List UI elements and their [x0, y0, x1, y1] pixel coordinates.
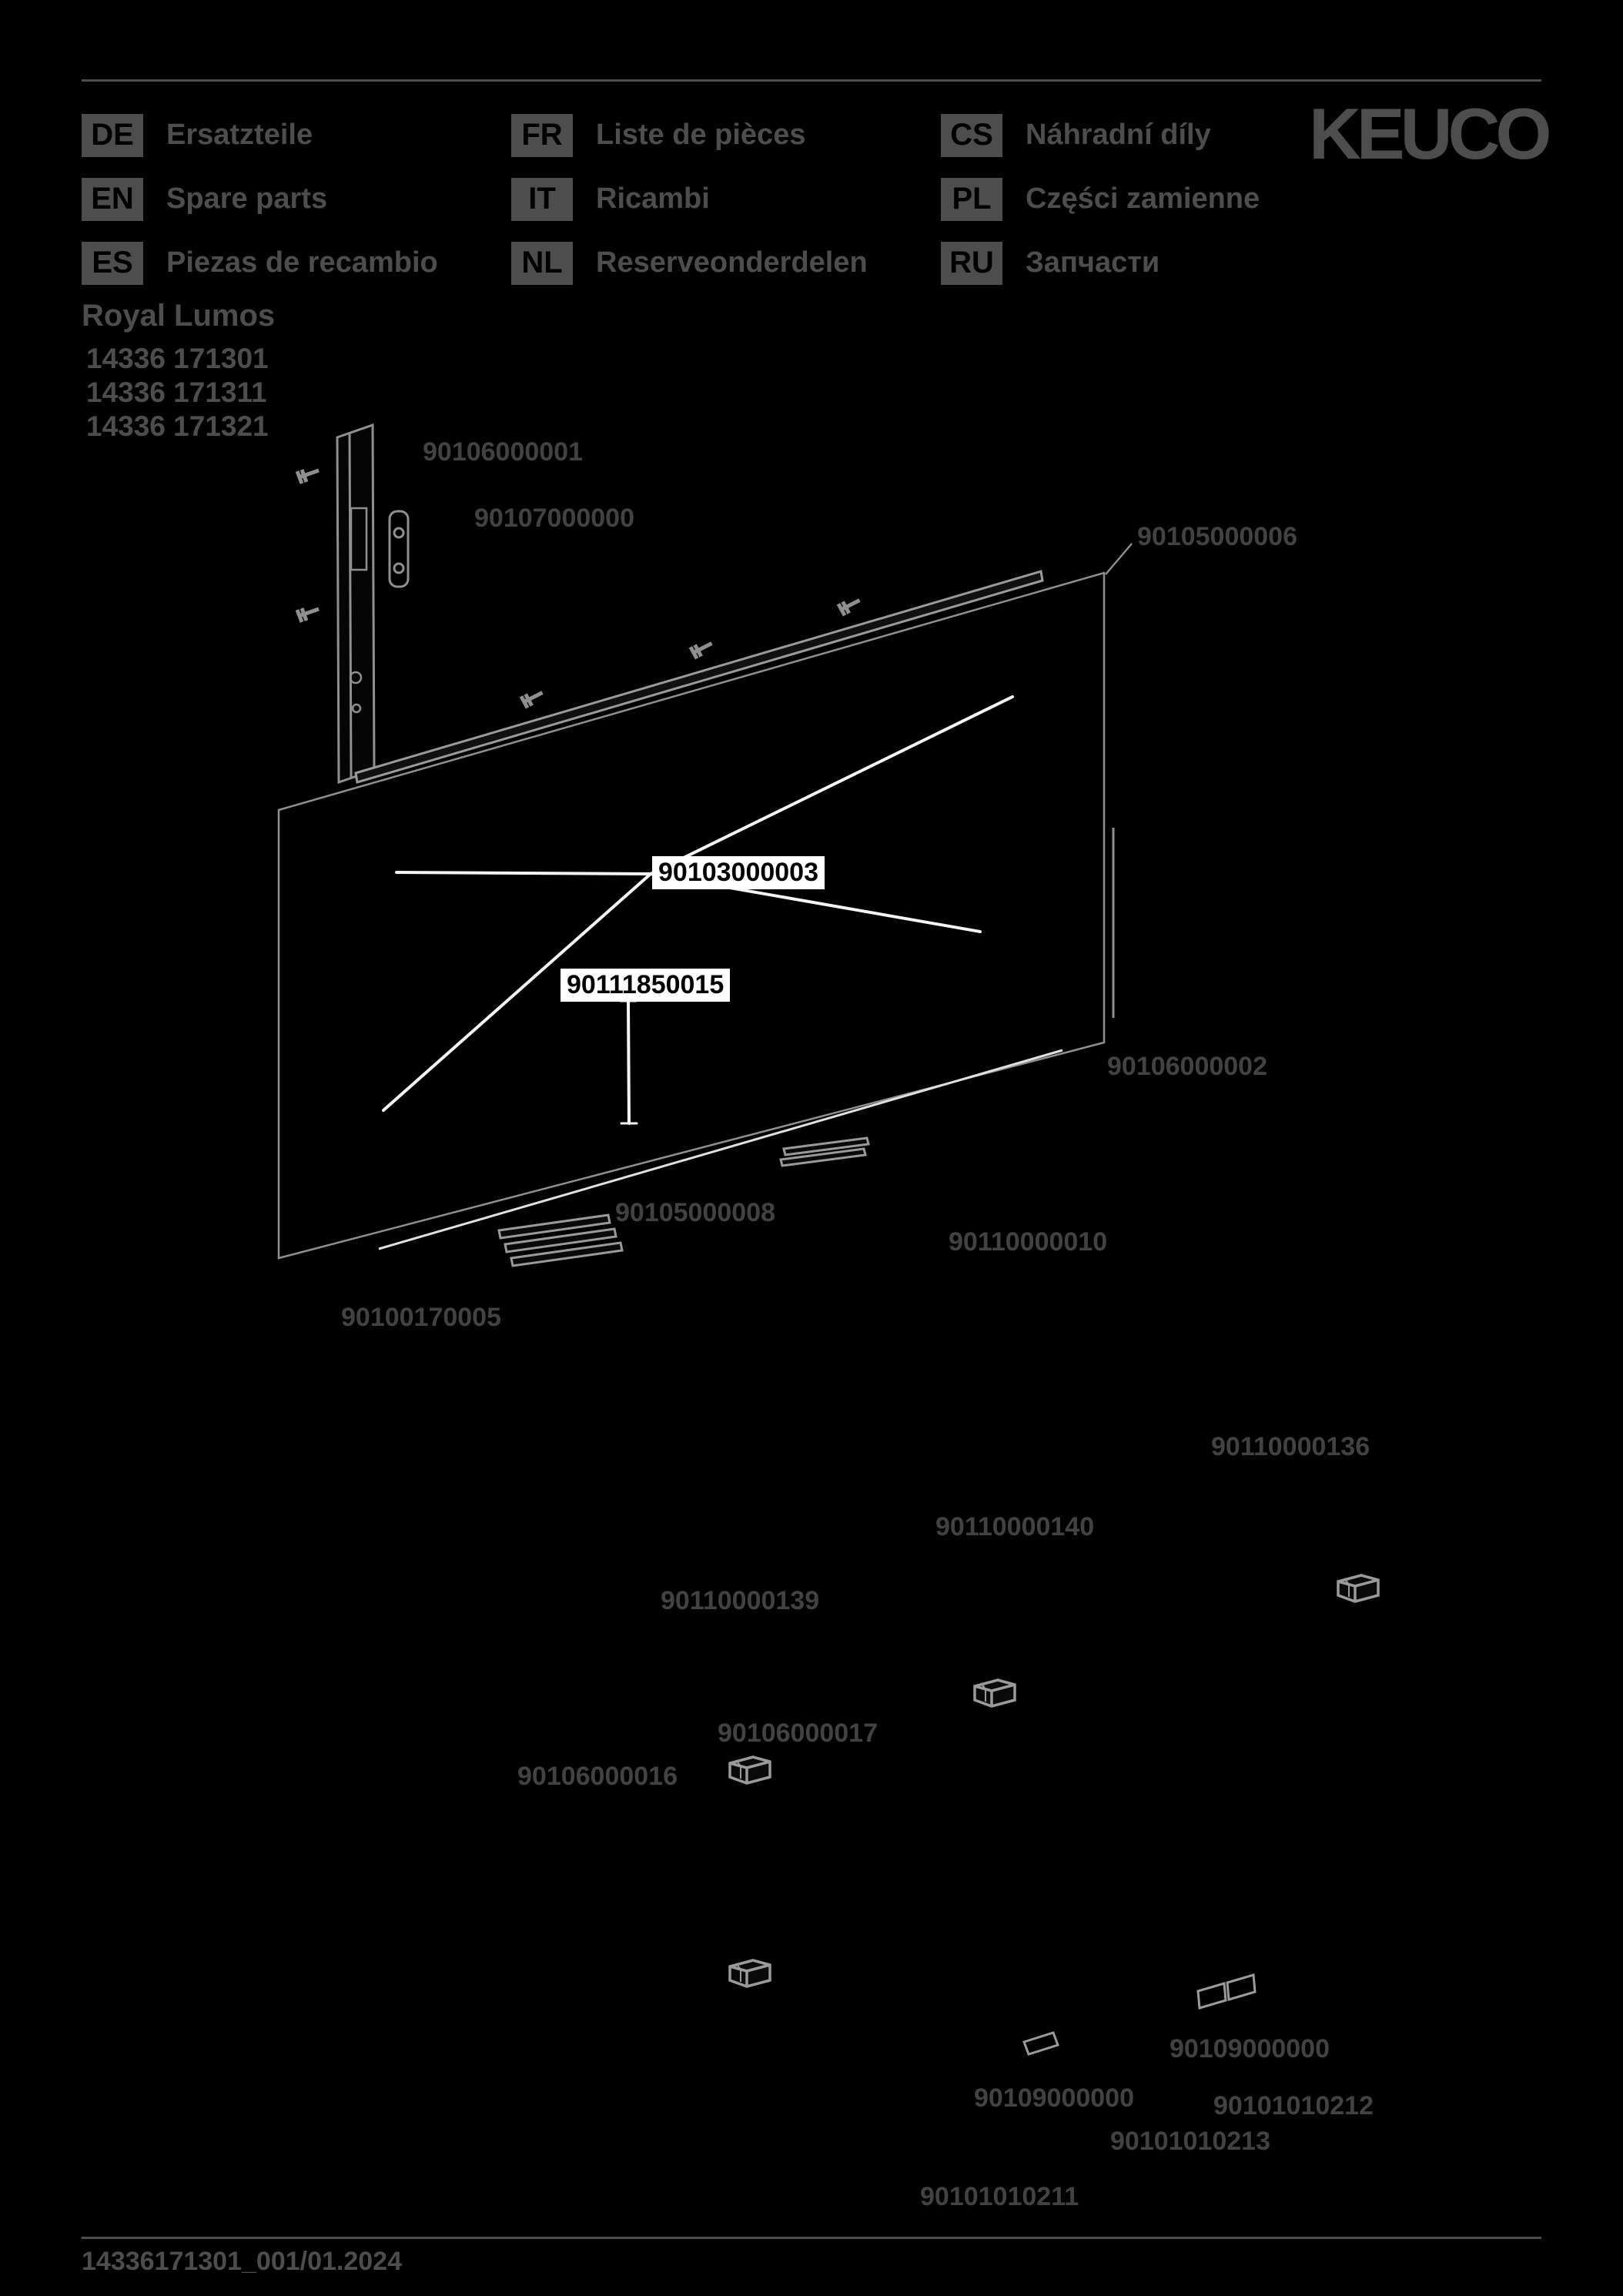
mounting-bracket [388, 510, 410, 588]
language-code-badge: ES [82, 241, 143, 285]
language-code-badge: FR [511, 113, 573, 157]
keuco-logo: KEUCO [1309, 93, 1551, 174]
language-label: Reserveonderdelen [596, 246, 868, 279]
language-row: FR Liste de pièces [511, 103, 941, 167]
language-label: Piezas de recambio [166, 246, 438, 279]
model-number: 14336 171301 [86, 343, 269, 374]
language-code-badge: CS [941, 113, 1002, 157]
language-code-badge: IT [511, 177, 573, 221]
screw-icons [297, 470, 862, 708]
footer-document-id: 14336171301_001/01.2024 [82, 2247, 402, 2276]
language-row: EN Spare parts [82, 167, 511, 231]
language-code-badge: RU [941, 241, 1002, 285]
language-code-badge: NL [511, 241, 573, 285]
language-label: Náhradní díly [1026, 119, 1211, 151]
led-light-lines [382, 695, 1014, 1125]
language-code-badge: PL [941, 177, 1002, 221]
model-number: 14336 171321 [86, 410, 269, 442]
language-row: RU Запчасти [941, 231, 1303, 295]
language-row: PL Części zamienne [941, 167, 1303, 231]
language-row: DE Ersatzteile [82, 103, 511, 167]
hinge-hardware [728, 1574, 1380, 1988]
language-row: NL Reserveonderdelen [511, 231, 941, 295]
cabinet-outline [277, 571, 1115, 1260]
language-row: ES Piezas de recambio [82, 231, 511, 295]
language-code-badge: EN [82, 177, 143, 221]
language-row: CS Náhradní díly [941, 103, 1303, 167]
footer-divider [82, 2237, 1541, 2239]
model-number: 14336 171311 [86, 377, 267, 408]
glass-holder-plates [1022, 1973, 1257, 2056]
language-label: Liste de pièces [596, 119, 806, 151]
language-row: IT Ricambi [511, 167, 941, 231]
language-label: Części zamienne [1026, 182, 1260, 215]
leader-line [1105, 543, 1133, 575]
language-label: Ricambi [596, 182, 710, 215]
top-led-profile [354, 570, 1044, 784]
wall-rail [336, 423, 376, 785]
product-name: Royal Lumos [82, 299, 276, 333]
language-label: Запчасти [1026, 246, 1160, 279]
language-label: Spare parts [166, 182, 328, 215]
bottom-profiles [497, 1136, 870, 1267]
bottom-edge-highlight [378, 1049, 1063, 1250]
language-label: Ersatzteile [166, 119, 313, 151]
header-divider [82, 79, 1541, 82]
language-code-badge: DE [82, 113, 143, 157]
